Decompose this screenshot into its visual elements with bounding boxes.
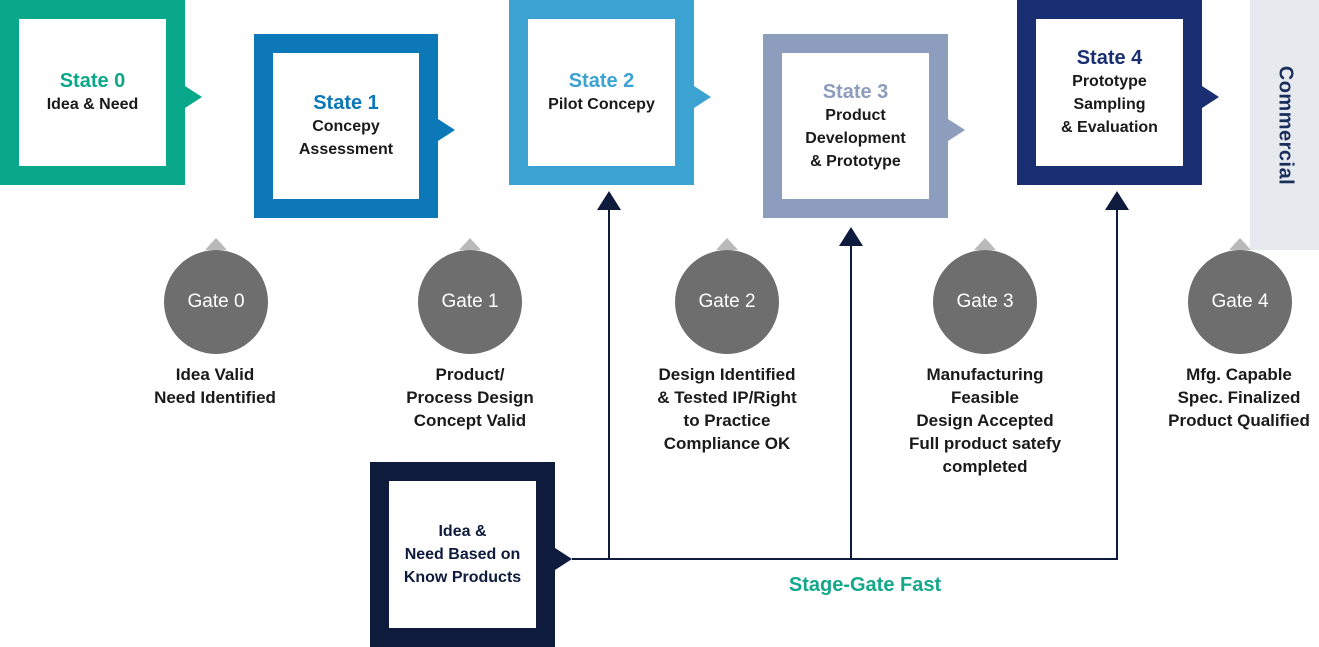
fast-box-desc: Idea & Need Based on Know Products xyxy=(403,523,522,586)
commercial-label: Commercial xyxy=(1274,65,1296,185)
state-0-box: State 0 Idea & Need xyxy=(0,0,185,185)
fast-arrow-to-state-3-icon xyxy=(839,227,863,246)
state-4-desc: Prototype Sampling & Evaluation xyxy=(1061,73,1158,136)
state-2-inner: State 2 Pilot Concepy xyxy=(528,19,675,166)
fast-box-inner: Idea & Need Based on Know Products xyxy=(389,481,536,628)
gate-2-circle: Gate 2 xyxy=(675,250,779,354)
gate-3-circle: Gate 3 xyxy=(933,250,1037,354)
gate-0-circle: Gate 0 xyxy=(164,250,268,354)
state-1-title: State 1 xyxy=(313,92,379,114)
state-2-title: State 2 xyxy=(568,70,635,92)
state-2-desc: Pilot Concepy xyxy=(548,96,655,113)
state-1-arrow-icon xyxy=(438,119,455,141)
commercial-bar xyxy=(1250,0,1319,250)
state-3-box: State 3 Product Development & Prototype xyxy=(763,34,948,218)
gate-3-tip-icon xyxy=(974,238,996,250)
state-2-arrow-icon xyxy=(694,86,711,108)
commercial-label-wrap: Commercial xyxy=(1250,0,1319,250)
fast-line-to-state-3 xyxy=(850,244,852,560)
state-4-arrow-icon xyxy=(1202,86,1219,108)
gate-1-text: Product/ Process Design Concept Valid xyxy=(406,365,534,430)
gate-0-text: Idea Valid Need Identified xyxy=(154,365,276,407)
fast-box-arrow-icon xyxy=(555,548,572,570)
fast-box: Idea & Need Based on Know Products xyxy=(370,462,555,647)
fast-label: Stage-Gate Fast xyxy=(788,574,942,596)
state-3-arrow-icon xyxy=(948,119,965,141)
state-0-desc: Idea & Need xyxy=(46,96,139,113)
gate-4-text: Mfg. Capable Spec. Finalized Product Qua… xyxy=(1168,365,1310,430)
state-2-box: State 2 Pilot Concepy xyxy=(509,0,694,185)
fast-line-to-state-4 xyxy=(1116,208,1118,560)
state-4-box: State 4 Prototype Sampling & Evaluation xyxy=(1017,0,1202,185)
state-4-title: State 4 xyxy=(1076,47,1143,69)
fast-horizontal-line xyxy=(572,558,1118,560)
state-3-inner: State 3 Product Development & Prototype xyxy=(782,53,929,199)
gate-0-tip-icon xyxy=(205,238,227,250)
state-4-inner: State 4 Prototype Sampling & Evaluation xyxy=(1036,19,1183,166)
fast-arrow-to-state-2-icon xyxy=(597,191,621,210)
state-1-box: State 1 Concepy Assessment xyxy=(254,34,438,218)
state-1-desc: Concepy Assessment xyxy=(298,118,394,158)
gate-4-circle: Gate 4 xyxy=(1188,250,1292,354)
state-1-inner: State 1 Concepy Assessment xyxy=(273,53,419,199)
state-3-title: State 3 xyxy=(822,80,889,103)
state-0-title: State 0 xyxy=(59,70,126,92)
state-0-inner: State 0 Idea & Need xyxy=(19,19,166,166)
gate-1-circle: Gate 1 xyxy=(418,250,522,354)
gate-3-text: Manufacturing Feasible Design Accepted F… xyxy=(908,365,1062,476)
state-3-desc: Product Development & Prototype xyxy=(805,106,906,170)
gate-1-tip-icon xyxy=(459,238,481,250)
gate-2-text: Design Identified & Tested IP/Right to P… xyxy=(657,365,797,453)
fast-arrow-to-state-4-icon xyxy=(1105,191,1129,210)
gate-4-tip-icon xyxy=(1229,238,1251,250)
fast-line-to-state-2 xyxy=(608,208,610,560)
gate-2-tip-icon xyxy=(716,238,738,250)
state-0-arrow-icon xyxy=(185,86,202,108)
